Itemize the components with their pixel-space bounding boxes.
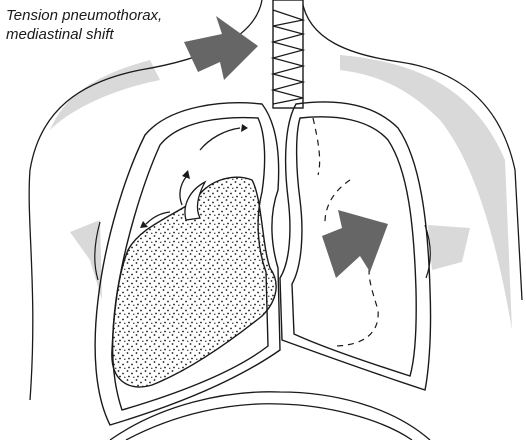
shift-arrow-left-lung-icon xyxy=(322,210,388,278)
shift-arrow-top-icon xyxy=(184,16,258,80)
caption-line-1: Tension pneumothorax, xyxy=(6,6,162,25)
left-shoulder-shade xyxy=(340,55,512,330)
right-shoulder-shade xyxy=(50,60,160,130)
left-side-shade xyxy=(428,225,470,270)
caption-line-2: mediastinal shift xyxy=(6,25,162,44)
diagram-caption: Tension pneumothorax, mediastinal shift xyxy=(6,6,162,44)
trachea xyxy=(273,0,303,108)
